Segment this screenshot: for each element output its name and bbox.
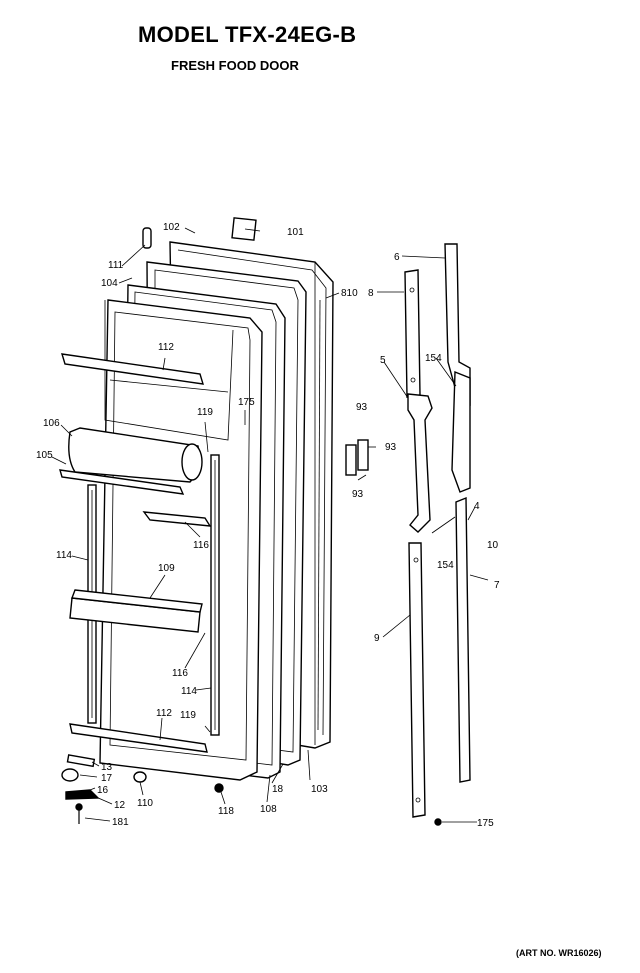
label-119-lower: 119 xyxy=(180,710,196,721)
label-105: 105 xyxy=(36,450,53,461)
label-6: 6 xyxy=(394,252,400,263)
label-181: 181 xyxy=(112,817,129,828)
shelf-rail-right xyxy=(210,454,220,736)
diagram-title: MODEL TFX-24EG-B xyxy=(138,22,357,47)
diagram-subtitle: FRESH FOOD DOOR xyxy=(171,58,299,73)
label-104: 104 xyxy=(101,278,118,289)
label-9: 9 xyxy=(374,633,380,644)
label-118: 118 xyxy=(218,806,234,817)
label-109: 109 xyxy=(158,563,175,574)
label-18: 18 xyxy=(272,784,284,795)
label-12: 12 xyxy=(114,800,126,811)
label-8: 8 xyxy=(368,288,374,299)
inner-door-liner xyxy=(99,284,286,781)
small-shelf-upper xyxy=(142,511,212,527)
handle-bracket-8 xyxy=(404,269,421,398)
hinge-plates-93 xyxy=(345,439,369,476)
handle-trim-7 xyxy=(455,496,471,783)
label-108: 108 xyxy=(260,804,277,815)
handle-insert-154 xyxy=(451,370,471,493)
label-17: 17 xyxy=(101,773,113,784)
label-175-lower: 175 xyxy=(477,818,494,829)
label-154-upper: 154 xyxy=(425,353,442,364)
label-111: 111 xyxy=(108,260,124,271)
label-106: 106 xyxy=(43,418,60,429)
label-4: 4 xyxy=(474,501,480,512)
label-101: 101 xyxy=(287,227,304,238)
label-116-upper: 116 xyxy=(193,540,209,551)
handle-bracket-9 xyxy=(408,542,426,818)
door-bin xyxy=(69,589,203,633)
trim-cap xyxy=(231,217,257,241)
small-parts-group xyxy=(61,754,224,824)
label-810: 810 xyxy=(341,288,358,299)
label-154-lower: 154 xyxy=(437,560,454,571)
leader-lines xyxy=(51,227,489,823)
label-110: 110 xyxy=(137,798,153,809)
label-103: 103 xyxy=(311,784,328,795)
label-10: 10 xyxy=(487,540,499,551)
label-13: 13 xyxy=(101,762,113,773)
handle-5 xyxy=(407,393,433,533)
label-7: 7 xyxy=(494,580,500,591)
label-114-left: 114 xyxy=(56,550,72,561)
label-93-right: 93 xyxy=(385,442,397,453)
label-112-lower: 112 xyxy=(156,708,172,719)
label-102: 102 xyxy=(163,222,180,233)
label-112-upper: 112 xyxy=(158,342,174,353)
label-5: 5 xyxy=(380,355,386,366)
label-175-upper: 175 xyxy=(238,397,255,408)
label-119-upper: 119 xyxy=(197,407,213,418)
screw-175 xyxy=(434,818,442,826)
label-93-top: 93 xyxy=(356,402,368,413)
hinge-pin xyxy=(142,227,152,249)
label-16: 16 xyxy=(97,785,109,796)
label-93-bottom: 93 xyxy=(352,489,364,500)
dairy-shelf xyxy=(59,469,185,495)
art-number: (ART NO. WR16026) xyxy=(516,948,602,958)
label-116-lower: 116 xyxy=(172,668,188,679)
label-114-right: 114 xyxy=(181,686,197,697)
dairy-compartment-door xyxy=(68,427,203,483)
shelf-bar-upper xyxy=(61,353,204,385)
